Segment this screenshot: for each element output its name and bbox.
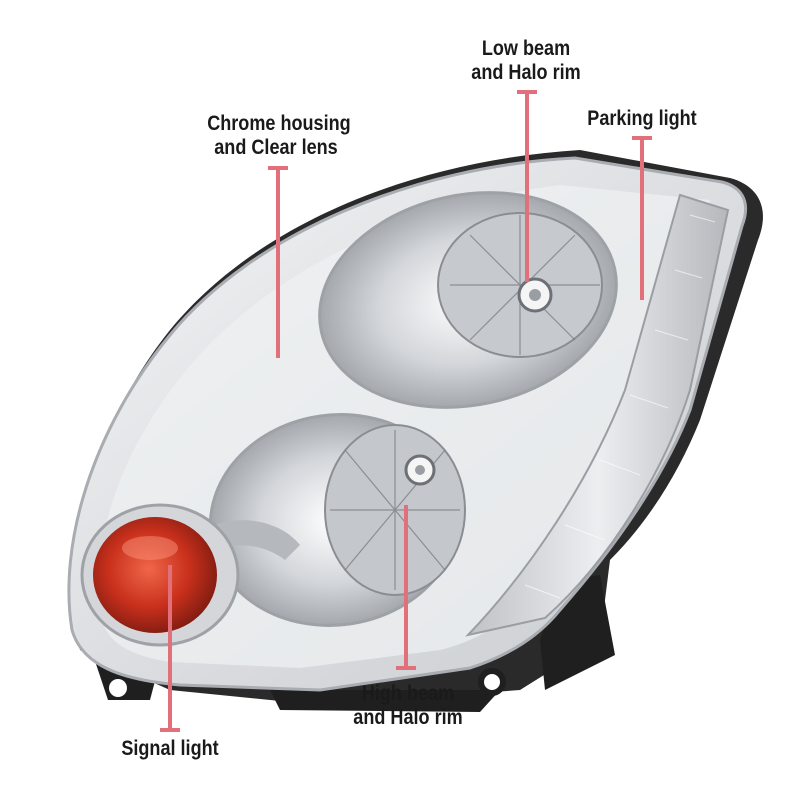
mount-tab-bottom [270,690,500,712]
mount-hole-left [109,679,127,697]
label-high-beam: High beam and Halo rim [339,682,477,730]
label-parking-light: Parking light [582,107,702,131]
label-high-beam-line1: High beam [361,682,455,705]
mount-hole-right [478,668,506,696]
leader-lines [160,90,652,732]
label-low-beam: Low beam and Halo rim [457,37,595,85]
label-signal-light: Signal light [106,737,235,761]
parking-light-ridges [524,214,716,599]
signal-light-lens [93,517,217,633]
label-parking-light-line1: Parking light [587,107,697,130]
label-chrome-housing-line2: and Clear lens [214,136,338,159]
label-low-beam-line1: Low beam [481,37,571,60]
parking-light-strip [465,193,730,637]
label-chrome-housing-line1: Chrome housing [207,112,351,135]
label-low-beam-line2: and Halo rim [471,61,581,84]
high-beam-bracket [215,520,300,560]
label-high-beam-line2: and Halo rim [353,706,463,729]
label-chrome-housing: Chrome housing and Clear lens [207,112,351,160]
label-signal-light-line1: Signal light [121,737,219,760]
